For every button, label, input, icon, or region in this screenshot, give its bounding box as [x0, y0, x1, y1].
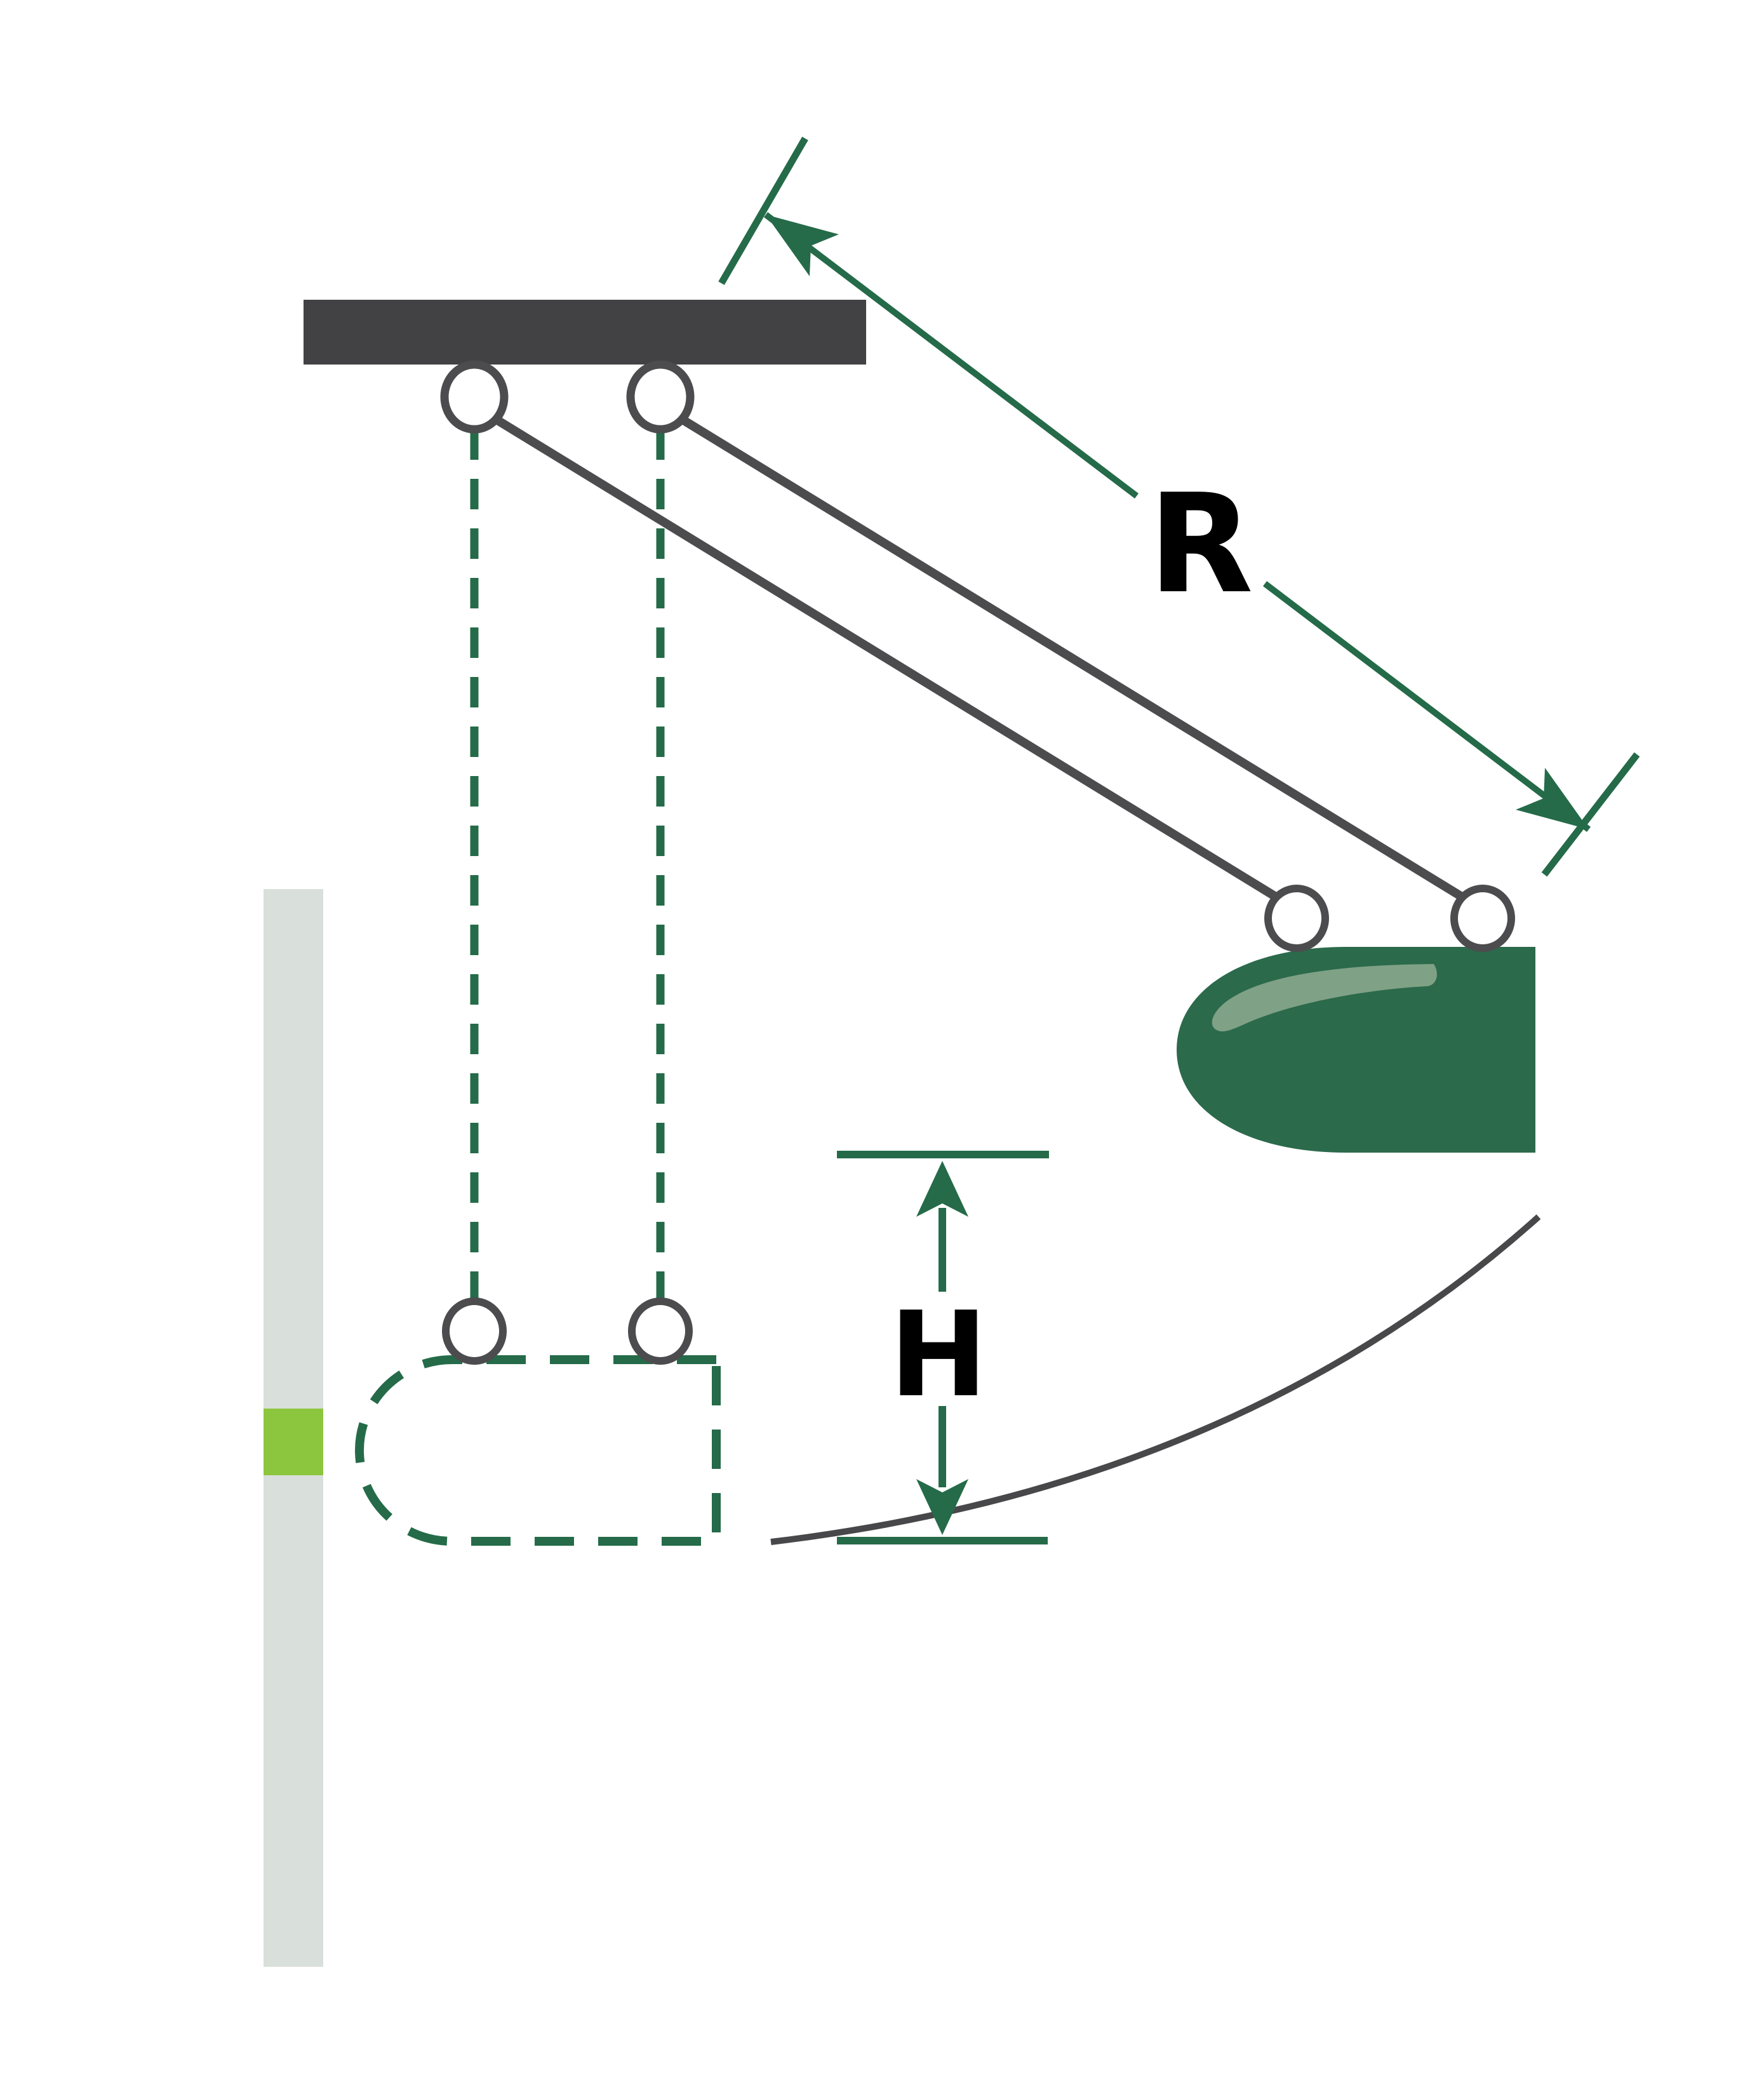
- radius-dimension: R: [718, 137, 1640, 877]
- radius-tick-start: [718, 137, 808, 285]
- rest-seat-outline: [354, 1355, 721, 1546]
- anchor-ring-right: [626, 360, 695, 434]
- height-label: H: [890, 1286, 988, 1423]
- rest-ring-left: [442, 1297, 507, 1365]
- rest-ring-right: [628, 1297, 693, 1365]
- height-arrow-down: [916, 1479, 968, 1535]
- swing-seat-ring-left: [1264, 885, 1329, 952]
- support-beam: [304, 300, 866, 365]
- swing-path-arc: [770, 1214, 1541, 1545]
- swing-seat-ring-right: [1450, 885, 1515, 952]
- swing-seat-highlight: [1212, 964, 1437, 1032]
- height-dimension: H: [837, 1151, 1049, 1544]
- radius-tick-end: [1541, 752, 1640, 877]
- swing-rope-left: [492, 415, 1278, 901]
- height-arrow-up: [916, 1161, 968, 1217]
- anchor-ring-left: [440, 360, 509, 434]
- pole-height-marker: [264, 1409, 323, 1475]
- radius-line-upper: [763, 212, 1139, 499]
- radius-line-lower: [1262, 581, 1591, 832]
- rest-ropes: [470, 429, 665, 1300]
- swing-rope-right: [678, 415, 1464, 901]
- radius-label: R: [1148, 464, 1253, 624]
- radius-arrow-end: [1516, 768, 1589, 829]
